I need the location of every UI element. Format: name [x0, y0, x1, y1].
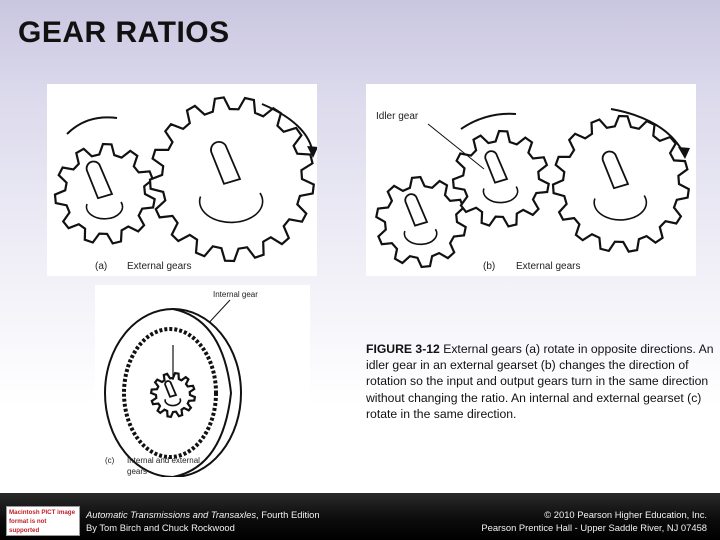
rotation-arc [593, 195, 648, 221]
callout-line [427, 123, 485, 170]
output-gear [551, 114, 690, 253]
slide-title: GEAR RATIOS [18, 16, 230, 49]
gear-shaft [404, 193, 429, 227]
large-gear [148, 96, 315, 263]
rotation-arc [198, 192, 264, 224]
gear-shaft [164, 380, 178, 398]
figure-panel-a: (a) External gears [47, 84, 317, 276]
figure-caption: FIGURE 3-12 External gears (a) rotate in… [366, 341, 716, 422]
figure-panel-c: Internal gear (c) Internal and external … [95, 285, 310, 477]
footer-bar: Macintosh PICT image format is not suppo… [0, 493, 720, 540]
pinion-gear [149, 371, 197, 419]
small-gear [53, 142, 156, 245]
publisher-address: Pearson Prentice Hall - Upper Saddle Riv… [481, 522, 707, 533]
rotation-arc [164, 397, 182, 407]
idler-gear-callout: Idler gear [376, 111, 419, 122]
book-edition: , Fourth Edition [256, 509, 320, 520]
panel-c-letter: (c) [105, 456, 115, 465]
idler-gear-illustration: Idler gear (b) External gears [375, 108, 690, 272]
rotation-arc [85, 201, 124, 220]
arrowhead [678, 147, 690, 159]
arrowhead [307, 146, 317, 158]
panel-c-label-line1: Internal and external [127, 456, 200, 465]
caption-text: External gears (a) rotate in opposite di… [366, 342, 714, 421]
rotation-arc [403, 228, 438, 246]
panel-c-label-line2: gears [127, 467, 147, 476]
rotation-arrow [460, 112, 517, 130]
ring-inner-teeth [122, 327, 218, 459]
panel-a-letter: (a) [95, 261, 107, 272]
idler-gear [451, 129, 550, 228]
publisher-logo-placeholder: Macintosh PICT image format is not suppo… [6, 506, 80, 536]
book-authors: By Tom Birch and Chuck Rockwood [86, 522, 235, 533]
gear-shaft [85, 160, 114, 200]
figure-panel-b: Idler gear (b) External gears [366, 84, 696, 276]
panel-b-letter: (b) [483, 261, 495, 272]
panel-b-label: External gears [516, 261, 580, 272]
ring-edge [172, 308, 233, 477]
gear-shaft [601, 150, 630, 190]
book-title: Automatic Transmissions and Transaxles [86, 509, 257, 520]
figure-number: FIGURE 3-12 [366, 342, 440, 356]
gear-shaft [484, 150, 509, 184]
publisher-credit: © 2010 Pearson Higher Education, Inc. Pe… [481, 508, 707, 534]
book-credit: Automatic Transmissions and Transaxles, … [86, 508, 320, 534]
internal-gear-illustration: Internal gear (c) Internal and external … [104, 290, 258, 477]
rotation-arrow [66, 116, 118, 135]
panel-a-label: External gears [127, 261, 191, 272]
gear-shaft [210, 141, 242, 185]
rotation-arc [482, 186, 519, 204]
internal-gear-callout: Internal gear [213, 290, 258, 299]
input-gear [375, 175, 467, 269]
external-gears-illustration: (a) External gears [53, 96, 317, 272]
copyright: © 2010 Pearson Higher Education, Inc. [544, 509, 707, 520]
